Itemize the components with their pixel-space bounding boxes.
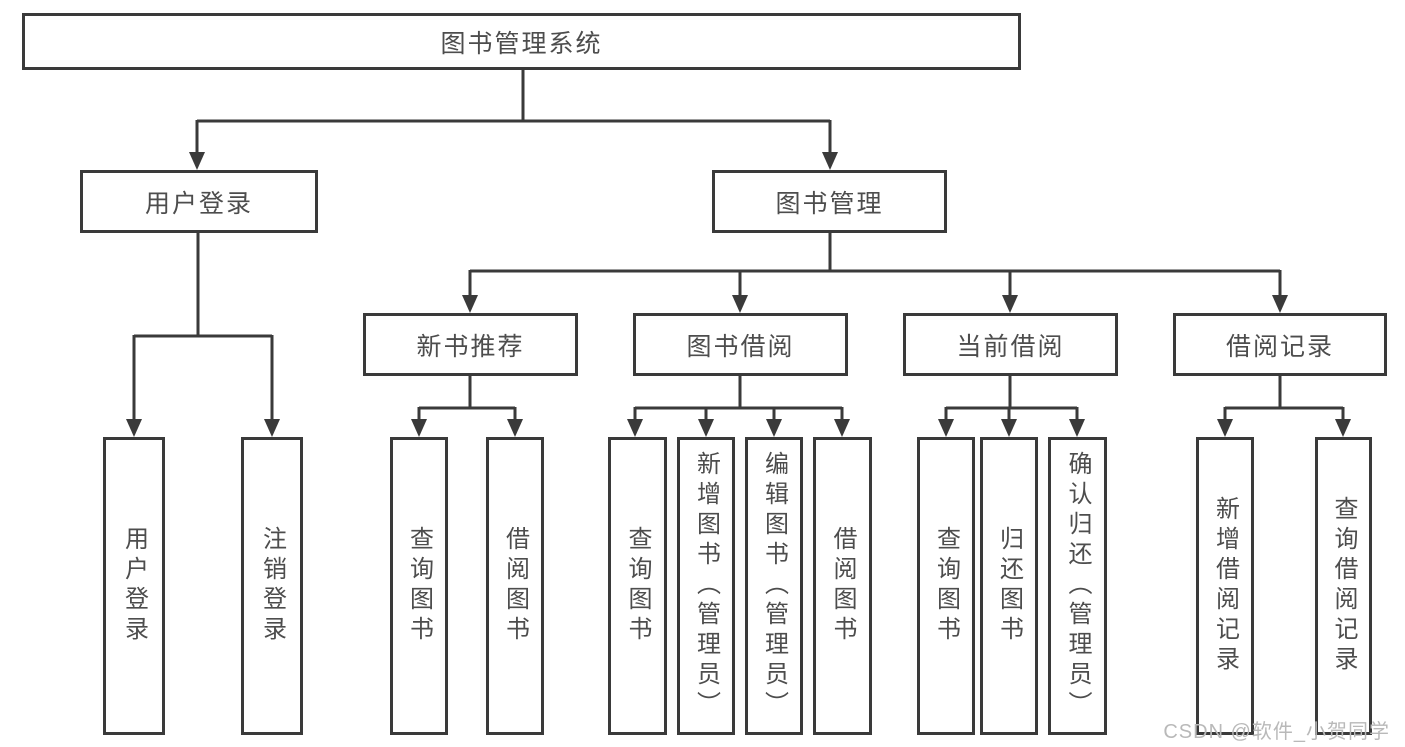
node-borrowing-records: 借阅记录 xyxy=(1173,313,1387,376)
node-leaf-borrow-books-2: 借阅图书 xyxy=(813,437,872,735)
arrowhead-down-icon xyxy=(507,419,523,437)
node-label: 借阅记录 xyxy=(1225,332,1334,361)
node-leaf-edit-book-admin: 编辑图书（管理员） xyxy=(745,437,803,735)
arrowhead-down-icon xyxy=(189,152,205,170)
node-leaf-user-login: 用户登录 xyxy=(103,437,165,735)
arrowhead-down-icon xyxy=(698,419,714,437)
node-label: 图书管理 xyxy=(775,189,884,218)
arrowhead-down-icon xyxy=(1001,419,1017,437)
arrowhead-down-icon xyxy=(627,419,643,437)
node-leaf-add-book-admin: 新增图书（管理员） xyxy=(677,437,735,735)
node-label: 借阅图书 xyxy=(829,526,856,646)
node-leaf-logout: 注销登录 xyxy=(241,437,303,735)
arrowhead-down-icon xyxy=(766,419,782,437)
node-user-login-branch: 用户登录 xyxy=(80,170,318,233)
node-label: 查询借阅记录 xyxy=(1330,496,1357,676)
arrowhead-down-icon xyxy=(126,419,142,437)
node-leaf-query-borrow-record: 查询借阅记录 xyxy=(1315,437,1372,735)
node-label: 图书借阅 xyxy=(686,332,795,361)
node-label: 借阅图书 xyxy=(501,526,529,646)
node-leaf-add-borrow-record: 新增借阅记录 xyxy=(1196,437,1254,735)
node-label: 当前借阅 xyxy=(956,332,1065,361)
arrowhead-down-icon xyxy=(1069,419,1085,437)
node-label: 新增借阅记录 xyxy=(1211,496,1239,676)
node-label: 新书推荐 xyxy=(416,332,525,361)
arrowhead-down-icon xyxy=(1217,419,1233,437)
arrowhead-down-icon xyxy=(732,295,748,313)
node-book-borrowing: 图书借阅 xyxy=(633,313,848,376)
node-label: 新增图书（管理员） xyxy=(692,451,720,721)
node-label: 归还图书 xyxy=(995,526,1023,646)
arrowhead-down-icon xyxy=(834,419,850,437)
watermark: CSDN @软件_小贺同学 xyxy=(1163,721,1390,743)
arrowhead-down-icon xyxy=(411,419,427,437)
arrowhead-down-icon xyxy=(1272,295,1288,313)
node-label: 用户登录 xyxy=(120,526,148,646)
node-leaf-confirm-return-admin: 确认归还（管理员） xyxy=(1048,437,1107,735)
node-label: 查询图书 xyxy=(405,526,433,646)
node-book-management: 图书管理 xyxy=(712,170,947,233)
node-leaf-borrow-books-1: 借阅图书 xyxy=(486,437,544,735)
node-label: 图书管理系统 xyxy=(440,29,603,58)
node-leaf-return-book: 归还图书 xyxy=(980,437,1038,735)
node-root: 图书管理系统 xyxy=(22,13,1021,70)
node-label: 编辑图书（管理员） xyxy=(760,451,788,721)
arrowhead-down-icon xyxy=(264,419,280,437)
node-label: 查询图书 xyxy=(932,526,960,646)
arrowhead-down-icon xyxy=(1335,419,1351,437)
arrowhead-down-icon xyxy=(462,295,478,313)
arrowhead-down-icon xyxy=(822,152,838,170)
node-current-borrowing: 当前借阅 xyxy=(903,313,1118,376)
node-new-book-recommendation: 新书推荐 xyxy=(363,313,578,376)
arrowhead-down-icon xyxy=(938,419,954,437)
node-label: 查询图书 xyxy=(624,526,651,646)
node-label: 注销登录 xyxy=(258,526,286,646)
node-label: 确认归还（管理员） xyxy=(1064,451,1091,721)
node-leaf-query-books-1: 查询图书 xyxy=(390,437,448,735)
node-leaf-query-books-2: 查询图书 xyxy=(608,437,667,735)
node-leaf-query-books-3: 查询图书 xyxy=(917,437,975,735)
node-label: 用户登录 xyxy=(144,189,253,218)
arrowhead-down-icon xyxy=(1002,295,1018,313)
